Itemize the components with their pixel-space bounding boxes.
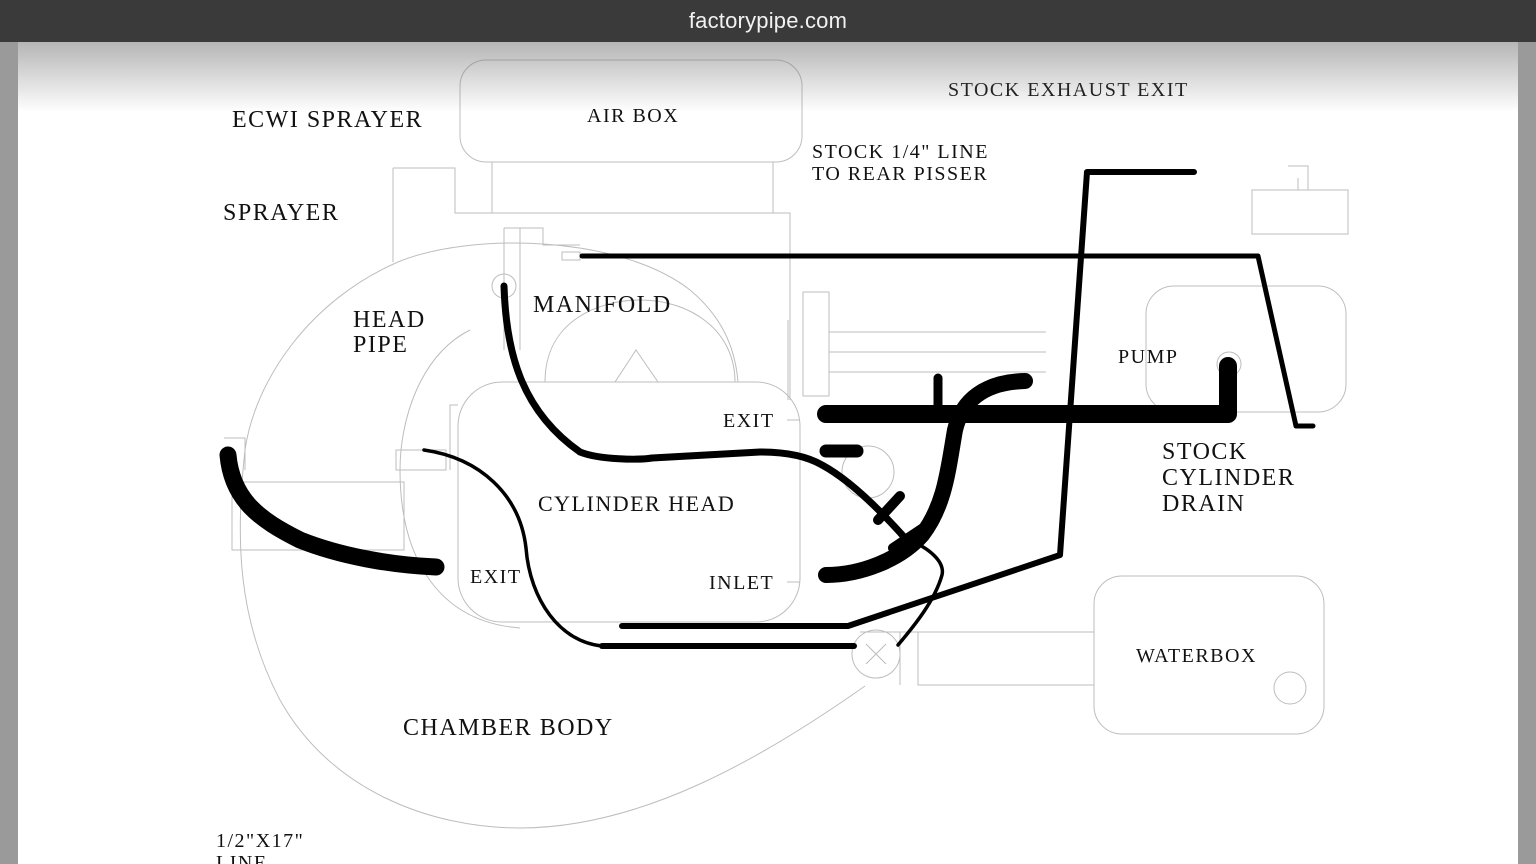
label-waterbox: WATERBOX [1136, 645, 1257, 667]
label-sprayer: SPRAYER [223, 200, 339, 226]
pump-shaft-rails [787, 320, 1046, 400]
sprayer-arm [224, 437, 246, 470]
waterbox-shape [1093, 575, 1325, 735]
inlet-return-line [818, 373, 1033, 583]
intake-outline [393, 167, 791, 400]
exit-flange [395, 449, 447, 471]
background-outline-drawing [224, 59, 1349, 829]
waterbox-outlet [1273, 671, 1307, 705]
manifold-nipple [561, 251, 581, 261]
exhaust-plumbing-diagram: ECWI SPRAYER AIR BOX STOCK EXHAUST EXIT … [216, 59, 1349, 864]
chamber-body-outline [239, 242, 866, 829]
airbox-legs [491, 162, 774, 213]
dome-peak [614, 349, 659, 383]
head-pipe-sprayer-line [219, 446, 445, 576]
hose-clamp-lower [888, 515, 940, 553]
manifold-feed-line [500, 282, 909, 542]
hand-drawn-hoses [219, 169, 1316, 649]
hose-clamp-upper [873, 491, 905, 525]
stock-exhaust-exit-line [619, 169, 1197, 629]
label-stock-line: STOCK 1/4" LINE [812, 141, 989, 163]
rear-bracket-tab [1288, 165, 1309, 190]
rear-bracket [1251, 189, 1349, 235]
diagram-labels: ECWI SPRAYER AIR BOX STOCK EXHAUST EXIT … [216, 79, 1295, 864]
pump-shape [1145, 285, 1347, 413]
diagram-page: ECWI SPRAYER AIR BOX STOCK EXHAUST EXIT … [18, 42, 1518, 864]
label-rear-pisser: TO REAR PISSER [812, 163, 988, 185]
label-inlet: INLET [709, 572, 774, 594]
label-pipe: PIPE [353, 332, 408, 358]
label-exit-lower: EXIT [470, 566, 522, 588]
cylinder-head-shape [457, 381, 801, 623]
label-line-spec: 1/2"X17" [216, 830, 304, 852]
drain-valve-cross [865, 643, 887, 665]
label-exit-upper: EXIT [723, 410, 775, 432]
label-stock: STOCK [1162, 439, 1248, 465]
label-pump: PUMP [1118, 346, 1178, 368]
port-ticks [787, 419, 800, 583]
pump-shaft-mount [802, 291, 830, 397]
label-head: HEAD [353, 307, 426, 333]
label-drain: DRAIN [1162, 491, 1246, 517]
label-air-box: AIR BOX [587, 105, 679, 127]
label-ecwi-sprayer: ECWI SPRAYER [232, 107, 423, 133]
label-stock-exhaust-exit: STOCK EXHAUST EXIT [948, 79, 1189, 101]
rear-pisser-line [579, 253, 1316, 429]
browser-address-bar[interactable]: factorypipe.com [0, 0, 1536, 42]
cylinder-dome [544, 299, 736, 383]
label-line: LINE [216, 852, 268, 864]
url-text: factorypipe.com [688, 8, 848, 33]
label-chamber-body: CHAMBER BODY [403, 715, 614, 741]
head-pipe-loop-line [422, 448, 604, 648]
drain-cross-line [896, 536, 945, 647]
label-cylinder-head: CYLINDER HEAD [538, 491, 735, 516]
cylinder-head-tab [449, 404, 458, 470]
label-manifold: MANIFOLD [533, 292, 672, 318]
label-cylinder: CYLINDER [1162, 465, 1295, 491]
cylinder-drain-main-line [817, 357, 1237, 423]
